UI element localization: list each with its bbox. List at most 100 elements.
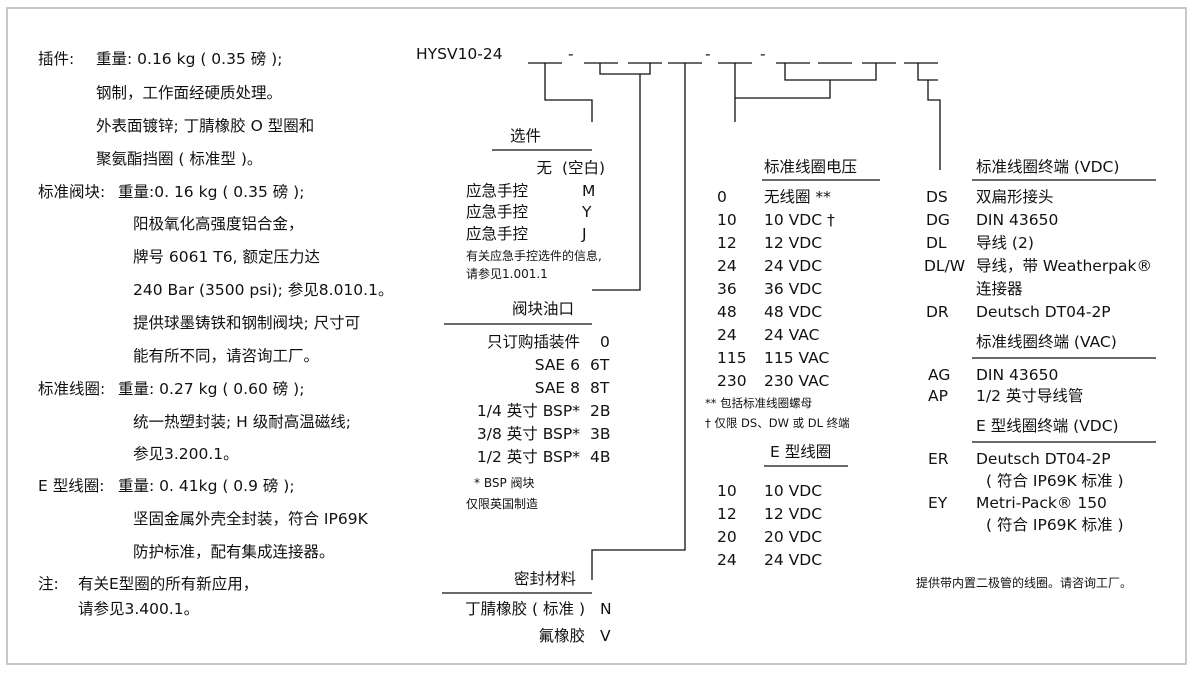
option-code: Y: [582, 203, 592, 221]
coil-label: 标准线圈:: [38, 380, 106, 398]
voltage-code: 10: [717, 211, 737, 229]
ports-note: 仅限英国制造: [466, 497, 539, 511]
port-name: SAE 6: [534, 356, 580, 374]
termination-code: ER: [928, 450, 949, 468]
port-code: 3B: [590, 425, 611, 443]
termination-name: 双扁形接头: [976, 188, 1054, 206]
code-dash: -: [760, 45, 766, 63]
body-line: 提供球墨铸铁和钢制阀块; 尺寸可: [133, 314, 361, 332]
ecoil-voltage-name: 12 VDC: [764, 505, 823, 523]
terminations-e-title: E 型线圈终端 (VDC): [976, 417, 1119, 435]
code-dash: -: [568, 45, 574, 63]
termination-name: 导线，带 Weatherpak®: [976, 257, 1153, 275]
termination-name: DIN 43650: [976, 366, 1059, 384]
termination-name: Deutsch DT04-2P: [976, 450, 1111, 468]
body-line: 重量:0. 16 kg ( 0.35 磅 );: [118, 183, 305, 201]
termination-name: 连接器: [976, 280, 1023, 298]
port-code: 8T: [590, 379, 610, 397]
coil-line: 重量: 0.27 kg ( 0.60 磅 );: [118, 380, 305, 398]
cartridge-line: 重量: 0.16 kg ( 0.35 磅 );: [96, 50, 283, 68]
voltage-name: 36 VDC: [764, 280, 823, 298]
termination-code: AG: [928, 366, 951, 384]
option-name: 应急手控: [466, 203, 529, 221]
options-note: 有关应急手控选件的信息,: [466, 249, 602, 263]
ports-note: * BSP 阀块: [474, 476, 535, 490]
port-code: 6T: [590, 356, 610, 374]
body-line: 牌号 6061 T6, 额定压力达: [133, 248, 320, 266]
ecoil-line: 坚固金属外壳全封装，符合 IP69K: [133, 510, 368, 528]
port-name: 3/8 英寸 BSP*: [476, 425, 580, 443]
voltage-note: ** 包括标准线圈螺母: [705, 396, 813, 410]
page-frame: [6, 7, 1187, 665]
option-name: 应急手控: [466, 182, 529, 200]
port-name: 只订购插装件: [486, 333, 580, 351]
voltage-code: 36: [717, 280, 737, 298]
termination-code: AP: [928, 387, 948, 405]
ecoil-voltage-code: 12: [717, 505, 737, 523]
seal-code: V: [600, 627, 611, 645]
ecoil-voltage-code: 20: [717, 528, 737, 546]
voltage-name: 115 VAC: [764, 349, 830, 367]
ecoil-line: 重量: 0. 41kg ( 0.9 磅 );: [118, 477, 295, 495]
voltage-note: † 仅限 DS、DW 或 DL 终端: [705, 416, 850, 430]
termination-code: DL/W: [924, 257, 966, 275]
terminations-dc-title: 标准线圈终端 (VDC): [976, 158, 1120, 176]
termination-code: DR: [926, 303, 949, 321]
options-title: 选件: [510, 127, 542, 145]
voltage-code: 24: [717, 326, 737, 344]
options-note: 请参见1.001.1: [466, 267, 548, 281]
voltage-code: 115: [717, 349, 747, 367]
code-dash: -: [705, 45, 711, 63]
option-code: M: [582, 182, 596, 200]
note-line: 有关E型圈的所有新应用，: [78, 575, 259, 593]
ports-title: 阀块油口: [512, 300, 575, 318]
ecoil-voltage-name: 24 VDC: [764, 551, 823, 569]
termination-name: ( 符合 IP69K 标准 ): [986, 472, 1124, 490]
voltage-code: 48: [717, 303, 737, 321]
voltage-code: 24: [717, 257, 737, 275]
voltage-name: 无线圈 **: [764, 188, 831, 206]
voltage-code: 230: [717, 372, 747, 390]
voltage-name: 10 VDC †: [764, 211, 835, 229]
cartridge-line: 聚氨酯挡圈 ( 标准型 )。: [96, 150, 263, 168]
option-name: 应急手控: [466, 225, 529, 243]
seals-title: 密封材料: [514, 570, 577, 588]
voltage-name: 24 VAC: [764, 326, 820, 344]
coil-line: 参见3.200.1。: [133, 445, 239, 463]
note-line: 请参见3.400.1。: [78, 600, 200, 618]
ecoil-voltage-name: 10 VDC: [764, 482, 823, 500]
terminations-ac-title: 标准线圈终端 (VAC): [976, 333, 1117, 351]
note-label: 注:: [38, 575, 59, 593]
seal-name: 氟橡胶: [538, 627, 585, 645]
termination-name: Deutsch DT04-2P: [976, 303, 1111, 321]
port-code: 0: [600, 333, 610, 351]
coil-voltage-title: 标准线圈电压: [764, 158, 858, 176]
ecoil-label: E 型线圈:: [38, 477, 105, 495]
cartridge-label: 插件:: [38, 50, 75, 68]
body-line: 阳极氧化高强度铝合金，: [133, 215, 304, 233]
body-line: 240 Bar (3500 psi); 参见8.010.1。: [133, 281, 394, 299]
port-name: 1/2 英寸 BSP*: [476, 448, 580, 466]
termination-code: DS: [926, 188, 948, 206]
port-code: 2B: [590, 402, 611, 420]
ecoil-voltage-title: E 型线圈: [770, 443, 832, 461]
termination-name: DIN 43650: [976, 211, 1059, 229]
port-name: SAE 8: [534, 379, 580, 397]
ecoil-voltage-code: 10: [717, 482, 737, 500]
cartridge-line: 钢制，工作面经硬质处理。: [96, 84, 283, 102]
option-code: J: [582, 225, 587, 243]
voltage-name: 230 VAC: [764, 372, 830, 390]
ecoil-voltage-code: 24: [717, 551, 737, 569]
footer-note: 提供带内置二极管的线圈。请咨询工厂。: [916, 576, 1133, 590]
termination-code: DL: [926, 234, 947, 252]
option-name: 无: [536, 159, 552, 177]
port-name: 1/4 英寸 BSP*: [476, 402, 580, 420]
seal-name: 丁腈橡胶 ( 标准 ): [465, 600, 585, 618]
voltage-name: 24 VDC: [764, 257, 823, 275]
ecoil-line: 防护标准，配有集成连接器。: [133, 543, 335, 561]
body-label: 标准阀块:: [38, 183, 106, 201]
port-code: 4B: [590, 448, 611, 466]
termination-code: DG: [926, 211, 950, 229]
voltage-code: 12: [717, 234, 737, 252]
